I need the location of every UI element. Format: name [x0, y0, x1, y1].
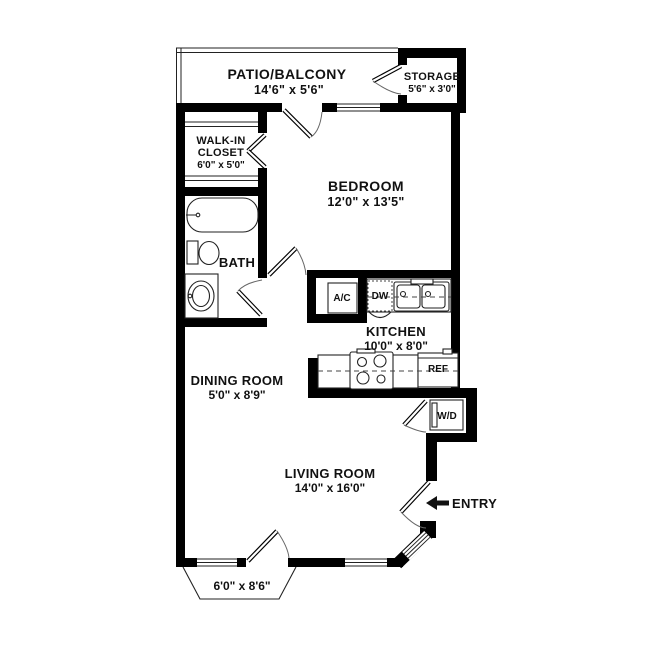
- bath-fixtures: [184, 197, 259, 319]
- room-label: BATH: [219, 255, 255, 270]
- entry-door: [399, 480, 431, 529]
- windows: [197, 103, 432, 567]
- patio-railing: [176, 47, 398, 103]
- burner-1: [356, 356, 368, 368]
- toilet-tank: [186, 240, 199, 265]
- room-bedroom: BEDROOM 12'0" x 13'5": [327, 178, 404, 209]
- room-dims: 14'0" x 16'0": [295, 481, 365, 495]
- wd-door: [402, 399, 428, 433]
- sink-faucet-dot: [187, 293, 193, 299]
- entry-arrow-icon: [426, 496, 437, 510]
- sink-fixture: [410, 278, 434, 285]
- kitchen-fixtures: [317, 278, 464, 431]
- ref-label: REF: [428, 364, 448, 375]
- tub-faucet-dot: [195, 212, 201, 218]
- entry-label: ENTRY: [452, 496, 497, 511]
- room-dims: 14'6" x 5'6": [254, 83, 324, 97]
- toilet-bowl: [198, 240, 220, 266]
- room-label: LIVING ROOM: [285, 466, 376, 481]
- refrigerator-handle: [442, 348, 453, 355]
- burner-3: [356, 371, 370, 385]
- walls: [176, 48, 477, 569]
- bedroom-door: [267, 246, 307, 277]
- burner-4: [376, 374, 386, 384]
- room-label: BEDROOM: [328, 178, 404, 194]
- closet-bifold-door: [246, 133, 267, 169]
- room-dims: 6'0" x 5'0": [197, 160, 245, 171]
- room-walk-in-closet: WALK-IN CLOSET 6'0" x 5'0": [196, 135, 245, 171]
- washer-dryer-stripe: [431, 402, 438, 428]
- dishwasher-arc: [368, 311, 392, 319]
- room-balcony: 6'0" x 8'6": [213, 579, 270, 593]
- room-dims: 5'6" x 3'0": [408, 84, 456, 95]
- corner-window: [402, 531, 432, 560]
- bedroom-patio-door: [282, 108, 323, 139]
- dining-window: [197, 558, 237, 567]
- balcony-door: [246, 529, 290, 563]
- wd-label: W/D: [437, 411, 456, 422]
- ac-label: A/C: [333, 293, 350, 304]
- bath-door: [236, 279, 263, 317]
- room-dining: DINING ROOM 5'0" x 8'9": [191, 373, 284, 402]
- balcony-outline: [182, 566, 297, 600]
- room-label-line2: CLOSET: [198, 147, 244, 159]
- room-label: KITCHEN: [366, 324, 426, 339]
- entry-arrow-shaft: [436, 500, 449, 506]
- room-label: PATIO/BALCONY: [227, 66, 346, 82]
- room-dims: 10'0" x 8'0": [364, 339, 428, 353]
- ac-unit: [327, 282, 358, 314]
- closet-shelves: [185, 121, 258, 181]
- room-label-line1: WALK-IN: [196, 135, 245, 147]
- storage-door: [371, 64, 403, 95]
- room-dims: 12'0" x 13'5": [327, 195, 404, 209]
- room-label: STORAGE: [404, 71, 460, 83]
- room-living: LIVING ROOM 14'0" x 16'0": [285, 466, 376, 495]
- entry-marker: ENTRY: [426, 496, 497, 511]
- washer-dryer: [429, 399, 464, 431]
- refrigerator: [417, 352, 459, 388]
- room-dims: 6'0" x 8'6": [213, 579, 270, 593]
- room-label: DINING ROOM: [191, 373, 284, 388]
- room-bath: BATH: [219, 255, 255, 270]
- living-window: [345, 558, 387, 567]
- doors: [236, 64, 431, 563]
- room-kitchen: KITCHEN 10'0" x 8'0": [364, 324, 428, 353]
- bedroom-window: [337, 103, 380, 112]
- stove-panel: [356, 348, 376, 354]
- room-patio: PATIO/BALCONY 14'6" x 5'6": [227, 66, 346, 97]
- dishwasher: [367, 280, 393, 312]
- dw-label: DW: [372, 291, 389, 302]
- sink-bowl-inner: [191, 284, 211, 308]
- room-dims: 5'0" x 8'9": [208, 388, 265, 402]
- room-storage: STORAGE 5'6" x 3'0": [404, 71, 460, 95]
- sink-faucet-right: [424, 290, 432, 298]
- burner-2: [373, 354, 387, 368]
